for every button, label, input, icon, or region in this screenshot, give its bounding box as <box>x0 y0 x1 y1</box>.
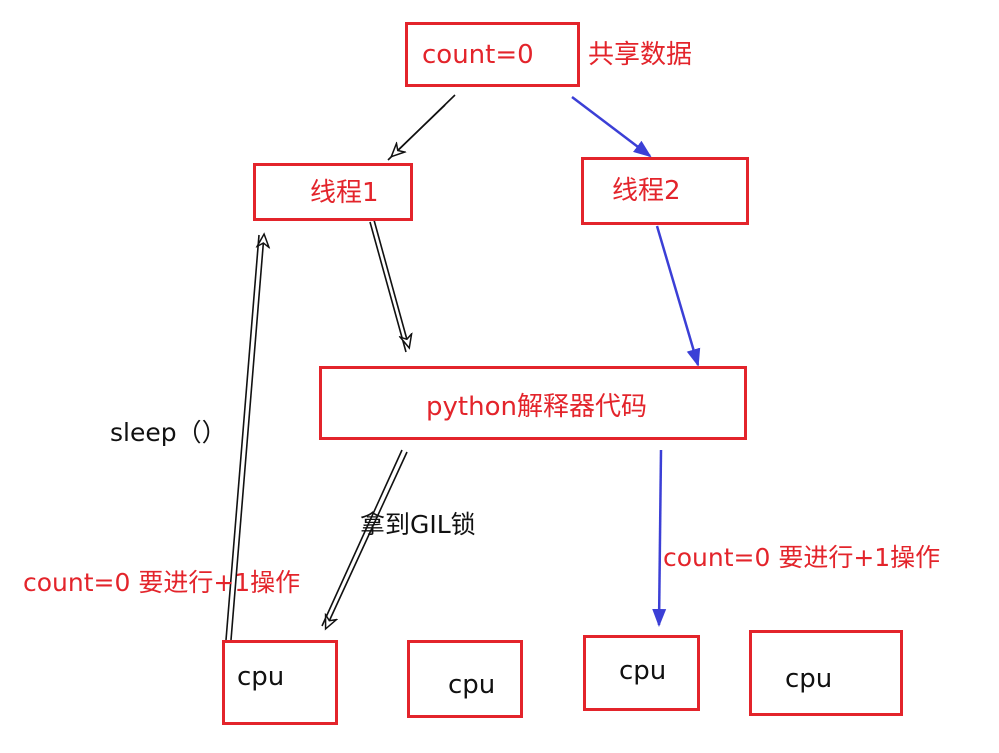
cpu-box-1 <box>222 640 338 725</box>
shared-count-box <box>405 22 580 87</box>
thread1-label: 线程1 <box>310 178 379 208</box>
cpu-label-4: cpu <box>785 664 833 694</box>
cpu-label-1: cpu <box>237 662 285 692</box>
cpu-box-4 <box>749 630 903 716</box>
sleep-label: sleep（） <box>110 418 227 447</box>
op-left-label: count=0 要进行+1操作 <box>23 568 301 597</box>
arrow-thread2-to-interpreter <box>655 225 701 367</box>
thread2-label: 线程2 <box>612 176 681 206</box>
thread1-box <box>253 163 413 221</box>
shared-data-label: 共享数据 <box>588 40 693 70</box>
op-right-label: count=0 要进行+1操作 <box>663 543 941 572</box>
arrow-count-to-thread1 <box>387 94 456 161</box>
gil-label: 拿到GIL锁 <box>360 510 476 539</box>
arrow-count-to-thread2 <box>571 96 652 158</box>
thread2-box <box>581 157 749 225</box>
arrow-interpreter-to-cpu3 <box>652 449 667 627</box>
arrow-cpu1-to-thread1-sleep <box>225 235 264 641</box>
arrow-thread1-to-interpreter <box>369 219 409 353</box>
interpreter-box <box>319 366 747 440</box>
cpu-box-3 <box>583 635 700 711</box>
shared-count-text: count=0 <box>422 40 534 70</box>
cpu-label-2: cpu <box>448 670 496 700</box>
arrow-interpreter-to-cpu1 <box>321 449 408 628</box>
interpreter-label: python解释器代码 <box>426 392 647 422</box>
cpu-label-3: cpu <box>619 656 667 686</box>
cpu-box-2 <box>407 640 523 718</box>
